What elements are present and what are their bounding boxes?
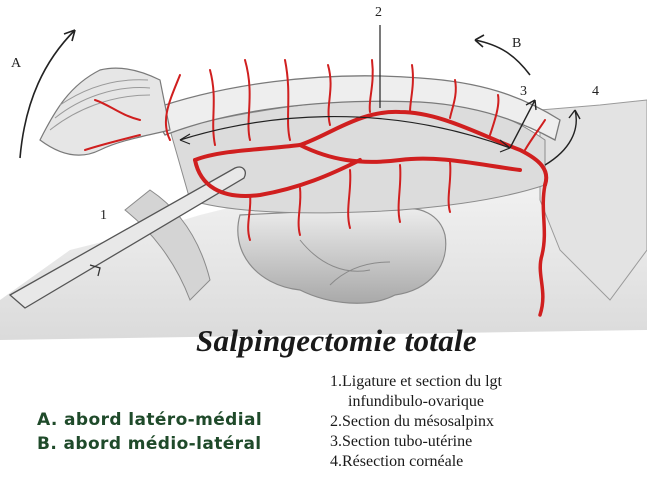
callout-4: 4 (592, 84, 599, 100)
step-text: Section tubo-utérine (342, 433, 472, 450)
callout-1: 1 (100, 208, 107, 224)
callout-a: A (11, 56, 21, 72)
step-item: 1.Ligature et section du lgt infundibulo… (330, 372, 630, 412)
step-number: 4. (330, 453, 342, 470)
step-item: 2.Section du mésosalpinx (330, 412, 630, 432)
step-text: Section du mésosalpinx (342, 413, 494, 430)
step-number: 1. (330, 373, 342, 390)
step-number: 2. (330, 413, 342, 430)
fimbriae (40, 68, 170, 155)
diagram-title: Salpingectomie totale (196, 323, 477, 359)
anatomical-illustration (0, 0, 647, 340)
arrow-b (475, 40, 530, 75)
callout-2: 2 (375, 5, 382, 21)
approach-b-label: B. abord médio-latéral (37, 434, 262, 454)
step-number: 3. (330, 433, 342, 450)
approach-a-label: A. abord latéro-médial (37, 410, 262, 430)
callout-b: B (512, 36, 521, 52)
step-text-continued: infundibulo-ovarique (330, 392, 630, 412)
step-item: 4.Résection cornéale (330, 452, 630, 472)
callout-3: 3 (520, 84, 527, 100)
step-text: Ligature et section du lgt (342, 373, 502, 390)
step-item: 3.Section tubo-utérine (330, 432, 630, 452)
steps-list: 1.Ligature et section du lgt infundibulo… (330, 372, 630, 472)
step-text: Résection cornéale (342, 453, 463, 470)
